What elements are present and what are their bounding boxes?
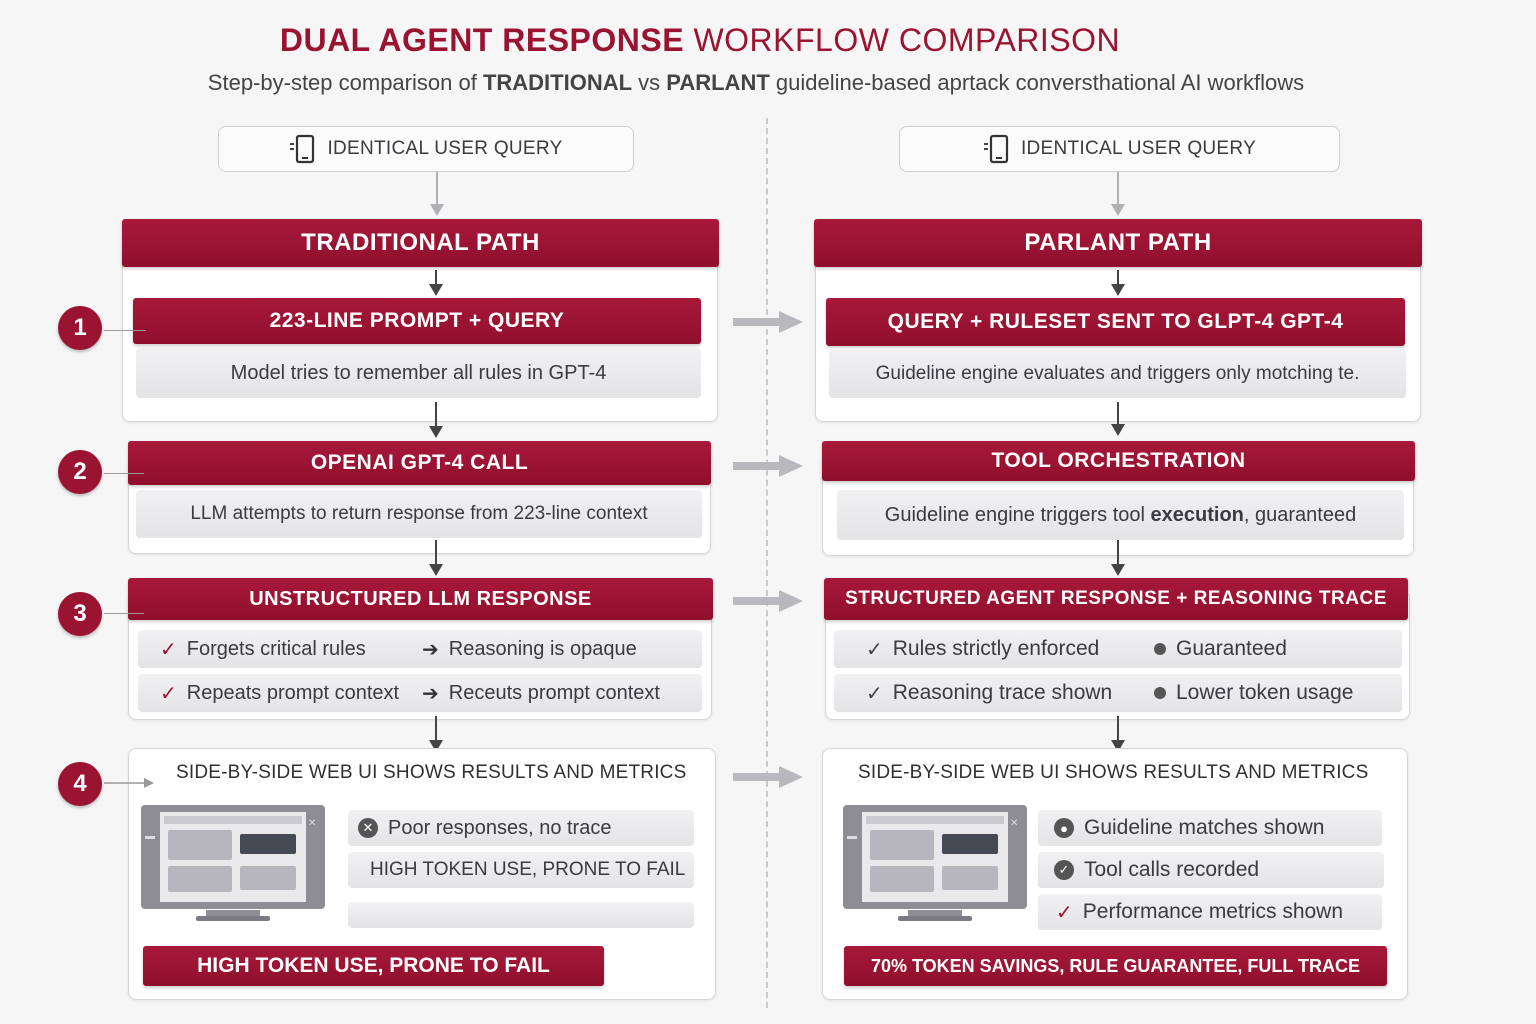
check-icon: ✓	[160, 682, 177, 705]
arrow-down-icon	[429, 402, 443, 438]
row-text: Rules strictly enforced	[892, 637, 1100, 660]
traditional-user-query: IDENTICAL USER QUERY	[218, 126, 634, 172]
svg-text:✕: ✕	[308, 818, 316, 829]
row-text: Forgets critical rules	[186, 637, 366, 660]
arrow-down-icon	[429, 716, 443, 752]
subtitle-traditional: TRADITIONAL	[482, 70, 633, 95]
phone-icon	[983, 134, 1009, 164]
step-badge-2: 2	[58, 450, 102, 494]
cross-arrow-icon	[733, 766, 803, 788]
arrow-down-icon	[1111, 402, 1125, 436]
parlant-result-item-3: ✓ Performance metrics shown	[1038, 894, 1382, 930]
arrow-down-icon	[430, 172, 444, 216]
check-icon: ✓	[160, 638, 177, 661]
parlant-step1-title: QUERY + RULESET SENT TO GLPT-4 GPT-4	[826, 298, 1405, 346]
check-icon: ✓	[1056, 901, 1073, 924]
item-text: Guideline matches shown	[1084, 816, 1325, 839]
traditional-step3-title: UNSTRUCTURED LLM RESPONSE	[128, 578, 713, 620]
traditional-path-title: TRADITIONAL PATH	[122, 219, 719, 267]
title-bold: DUAL AGENT RESPONSE	[279, 22, 685, 58]
step-badge-4: 4	[58, 762, 102, 806]
subtitle-vs: vs	[638, 70, 661, 95]
cross-arrow-icon	[733, 311, 803, 333]
guideline-circle-icon: ●	[1054, 818, 1074, 838]
traditional-step4-title: SIDE-BY-SIDE WEB UI SHOWS RESULTS AND ME…	[176, 762, 687, 783]
traditional-outcome-banner: HIGH TOKEN USE, PRONE TO FAIL	[143, 946, 604, 986]
traditional-step1-title: 223-LINE PROMPT + QUERY	[133, 298, 701, 344]
query-label: IDENTICAL USER QUERY	[327, 138, 563, 159]
step-badge-3: 3	[58, 592, 102, 636]
arrow-down-icon	[429, 540, 443, 576]
item-text: Performance metrics shown	[1082, 900, 1344, 923]
parlant-step2-title: TOOL ORCHESTRATION	[822, 441, 1415, 481]
row-text: Reasoning trace shown	[892, 681, 1113, 704]
arrow-right-icon	[104, 778, 154, 788]
parlant-step1-desc: Guideline engine evaluates and triggers …	[829, 350, 1406, 398]
row-text: Receuts prompt context	[448, 681, 660, 704]
check-circle-icon: ✓	[1054, 860, 1074, 880]
x-circle-icon: ✕	[358, 818, 378, 838]
check-icon: ✓	[866, 682, 883, 705]
parlant-path-title: PARLANT PATH	[814, 219, 1422, 267]
check-icon: ✓	[866, 638, 883, 661]
badge-connector	[104, 613, 144, 614]
row-text: Lower token usage	[1176, 681, 1354, 704]
badge-connector	[104, 473, 144, 474]
traditional-result-item-3	[348, 902, 694, 928]
badge-connector	[104, 330, 146, 331]
subtitle-parlant: PARLANT	[666, 70, 770, 95]
arrow-down-icon	[1111, 172, 1125, 216]
subtitle-post: guideline-based aprtack conversthational…	[775, 70, 1305, 95]
arrow-down-icon	[1111, 716, 1125, 752]
parlant-step3-row2: ✓ Reasoning trace shown Lower token usage	[834, 674, 1402, 712]
desc-bold: execution	[1150, 503, 1244, 526]
subtitle-pre: Step-by-step comparison of	[207, 70, 477, 95]
parlant-result-item-1: ● Guideline matches shown	[1038, 810, 1382, 846]
traditional-step2-title: OPENAI GPT-4 CALL	[128, 441, 711, 485]
parlant-step3-row1: ✓ Rules strictly enforced Guaranteed	[834, 630, 1402, 668]
cross-arrow-icon	[733, 455, 803, 477]
phone-icon	[290, 134, 315, 164]
arrow-right-icon: ➔	[422, 638, 439, 661]
svg-text:✕: ✕	[1010, 818, 1018, 829]
center-divider	[766, 118, 768, 1008]
query-label: IDENTICAL USER QUERY	[1020, 138, 1257, 159]
parlant-step2-desc: Guideline engine triggers tool execution…	[837, 490, 1404, 540]
traditional-step1-desc: Model tries to remember all rules in GPT…	[136, 348, 701, 398]
traditional-result-item-1: ✕ Poor responses, no trace	[348, 810, 694, 846]
arrow-down-icon	[1111, 540, 1125, 576]
item-text: Poor responses, no trace	[388, 816, 612, 839]
row-text: Guaranteed	[1176, 637, 1287, 660]
cross-arrow-icon	[733, 590, 803, 612]
traditional-step2-desc: LLM attempts to return response from 223…	[136, 490, 702, 538]
row-text: Reasoning is opaque	[448, 637, 637, 660]
arrow-right-icon: ➔	[422, 682, 439, 705]
traditional-result-item-2: HIGH TOKEN USE, PRONE TO FAIL	[348, 852, 694, 888]
arrow-down-icon	[429, 270, 443, 296]
traditional-step3-row2: ✓ Repeats prompt context ➔ Receuts prompt …	[138, 674, 702, 712]
page-subtitle: Step-by-step comparison of TRADITIONAL v…	[0, 70, 1512, 96]
traditional-step3-row1: ✓ Forgets critical rules ➔ Reasoning is op…	[138, 630, 702, 668]
desc-post: , guaranteed	[1243, 503, 1357, 526]
page-title: DUAL AGENT RESPONSE WORKFLOW COMPARISON	[0, 22, 1400, 59]
monitor-icon: ✕	[843, 805, 1027, 921]
parlant-outcome-banner: 70% TOKEN SAVINGS, RULE GUARANTEE, FULL …	[844, 946, 1387, 986]
item-text: Tool calls recorded	[1084, 858, 1260, 881]
parlant-step3-title: STRUCTURED AGENT RESPONSE + REASONING TR…	[824, 578, 1408, 620]
desc-pre: Guideline engine triggers tool	[884, 503, 1145, 526]
step-badge-1: 1	[58, 306, 102, 350]
title-rest: WORKFLOW COMPARISON	[693, 22, 1121, 58]
monitor-icon: ✕	[141, 805, 325, 921]
arrow-down-icon	[1111, 270, 1125, 296]
dot-icon	[1154, 643, 1166, 655]
parlant-user-query: IDENTICAL USER QUERY	[899, 126, 1340, 172]
parlant-step4-title: SIDE-BY-SIDE WEB UI SHOWS RESULTS AND ME…	[858, 762, 1369, 783]
row-text: Repeats prompt context	[186, 681, 400, 704]
parlant-result-item-2: ✓ Tool calls recorded	[1038, 852, 1384, 888]
dot-icon	[1154, 687, 1166, 699]
